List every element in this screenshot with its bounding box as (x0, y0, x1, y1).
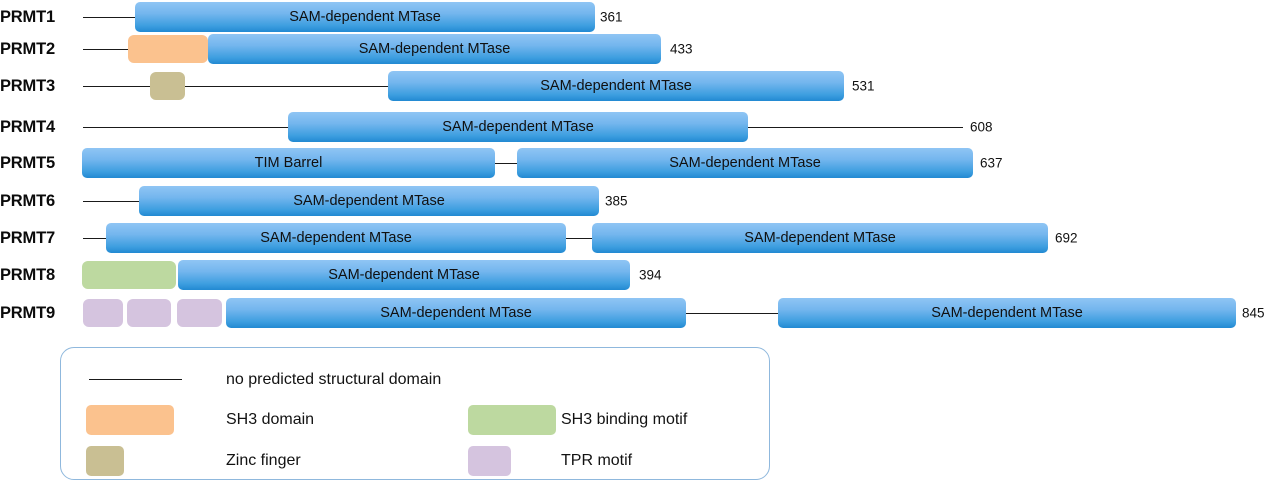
protein-length-prmt6: 385 (605, 193, 628, 209)
domain-block-sam-mtase: SAM-dependent MTase (517, 148, 973, 178)
domain-block-sam-mtase: SAM-dependent MTase (592, 223, 1048, 253)
no-domain-linker (748, 127, 963, 128)
no-domain-linker (83, 86, 388, 87)
protein-label-prmt6: PRMT6 (0, 191, 55, 210)
protein-length-prmt4: 608 (970, 119, 993, 135)
domain-block-sam-mtase: SAM-dependent MTase (388, 71, 844, 101)
legend-swatch-sh3-binding-motif (468, 405, 556, 435)
no-domain-linker (83, 17, 135, 18)
domain-block-sam-mtase: SAM-dependent MTase (106, 223, 566, 253)
legend-swatch-no-domain-line (89, 379, 182, 380)
domain-block-tpr-motif (127, 299, 171, 327)
domain-block-tpr-motif (83, 299, 123, 327)
domain-block-sam-mtase: SAM-dependent MTase (288, 112, 748, 142)
no-domain-linker (686, 313, 778, 314)
protein-length-prmt1: 361 (600, 9, 623, 25)
domain-block-sam-mtase: SAM-dependent MTase (226, 298, 686, 328)
domain-block-sam-mtase: SAM-dependent MTase (135, 2, 595, 32)
protein-length-prmt5: 637 (980, 155, 1003, 171)
domain-block-tim-barrel: TIM Barrel (82, 148, 495, 178)
protein-label-prmt1: PRMT1 (0, 7, 55, 26)
no-domain-linker (566, 238, 592, 239)
legend-swatch-zinc-finger (86, 446, 124, 476)
protein-row-prmt5: PRMT5 TIM Barrel SAM-dependent MTase 637 (0, 146, 1268, 180)
legend-label-sh3-domain: SH3 domain (226, 411, 315, 428)
domain-block-tpr-motif (177, 299, 222, 327)
no-domain-linker (83, 201, 139, 202)
protein-length-prmt2: 433 (670, 41, 693, 57)
protein-length-prmt3: 531 (852, 78, 875, 94)
protein-label-prmt2: PRMT2 (0, 39, 55, 58)
legend-swatch-sh3-domain (86, 405, 174, 435)
no-domain-linker (83, 238, 106, 239)
protein-row-prmt8: PRMT8 SAM-dependent MTase 394 (0, 258, 1268, 292)
protein-label-prmt3: PRMT3 (0, 76, 55, 95)
domain-block-zinc-finger (150, 72, 185, 100)
legend-label-sh3-binding-motif: SH3 binding motif (561, 411, 688, 428)
domain-block-sam-mtase: SAM-dependent MTase (208, 34, 661, 64)
domain-block-sh3 (128, 35, 208, 63)
protein-label-prmt8: PRMT8 (0, 265, 55, 284)
protein-label-prmt7: PRMT7 (0, 228, 55, 247)
domain-block-sh3-binding-motif (82, 261, 176, 289)
legend-label-zinc-finger: Zinc finger (226, 452, 301, 469)
domain-block-sam-mtase: SAM-dependent MTase (139, 186, 599, 216)
no-domain-linker (495, 163, 517, 164)
legend-box: no predicted structural domain SH3 domai… (60, 347, 770, 480)
protein-label-prmt9: PRMT9 (0, 303, 55, 322)
no-domain-linker (83, 49, 128, 50)
protein-length-prmt7: 692 (1055, 230, 1078, 246)
protein-length-prmt9: 845 (1242, 305, 1265, 321)
protein-label-prmt4: PRMT4 (0, 117, 55, 136)
protein-row-prmt3: PRMT3 SAM-dependent MTase 531 (0, 69, 1268, 103)
no-domain-linker (83, 127, 288, 128)
legend-label-tpr-motif: TPR motif (561, 452, 633, 469)
domain-block-sam-mtase: SAM-dependent MTase (778, 298, 1236, 328)
protein-row-prmt4: PRMT4 SAM-dependent MTase 608 (0, 110, 1268, 144)
protein-row-prmt7: PRMT7 SAM-dependent MTase SAM-dependent … (0, 221, 1268, 255)
protein-row-prmt9: PRMT9 SAM-dependent MTase SAM-dependent … (0, 296, 1268, 330)
domain-block-sam-mtase: SAM-dependent MTase (178, 260, 630, 290)
legend-swatch-tpr-motif (468, 446, 511, 476)
legend-label-no-domain: no predicted structural domain (226, 371, 442, 388)
protein-label-prmt5: PRMT5 (0, 153, 55, 172)
protein-row-prmt6: PRMT6 SAM-dependent MTase 385 (0, 184, 1268, 218)
protein-row-prmt2: PRMT2 SAM-dependent MTase 433 (0, 32, 1268, 66)
protein-row-prmt1: PRMT1 SAM-dependent MTase 361 (0, 0, 1268, 34)
protein-length-prmt8: 394 (639, 267, 662, 283)
